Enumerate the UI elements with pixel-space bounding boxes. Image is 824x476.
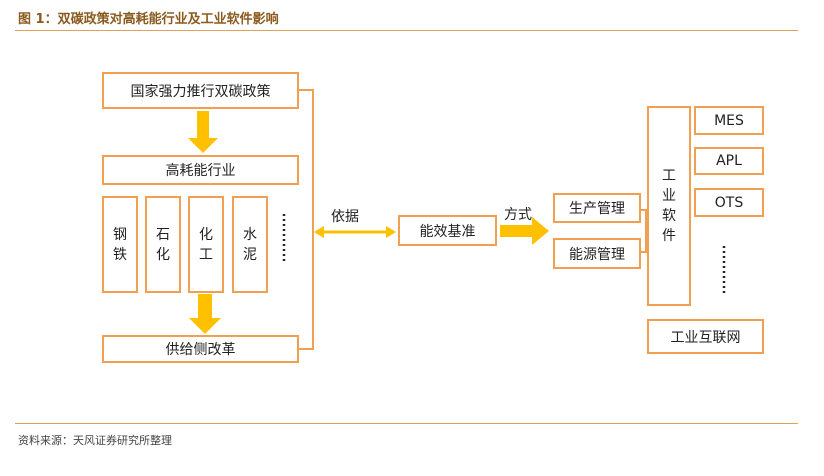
mgmt-bracket [641, 209, 647, 253]
chemical-char-1: 化 [199, 226, 213, 243]
arrow-efficiency-to-mgmt [500, 217, 549, 245]
chemical-char-2: 工 [199, 246, 213, 263]
basis-label: 依据 [331, 209, 359, 225]
software-char-1: 工 [662, 168, 676, 184]
software-char-4: 件 [662, 228, 676, 244]
supply-reform-box: 供给侧改革 [102, 335, 299, 363]
cement-box: 水 泥 [232, 196, 268, 293]
ots-box: OTS [694, 188, 764, 217]
energy-mgmt-box: 能源管理 [553, 238, 641, 269]
production-mgmt-box: 生产管理 [553, 193, 641, 223]
title-rule [15, 30, 798, 31]
steel-char-2: 铁 [113, 246, 127, 263]
petrochem-char-1: 石 [156, 226, 170, 243]
policy-box: 国家强力推行双碳政策 [102, 72, 299, 109]
bracket-line [298, 89, 314, 350]
arrow-policy-to-industry [188, 111, 218, 153]
figure-title: 图 1：双碳政策对高耗能行业及工业软件影响 [18, 12, 279, 27]
steel-char-1: 钢 [113, 226, 127, 243]
cement-char-2: 泥 [243, 246, 257, 263]
basis-double-arrow [314, 226, 396, 238]
mes-box: MES [694, 106, 764, 135]
industrial-internet-box: 工业互联网 [647, 319, 764, 354]
apl-box: APL [694, 147, 764, 175]
industry-box: 高耗能行业 [102, 155, 299, 185]
method-label: 方式 [504, 207, 532, 223]
industrial-software-box: 工 业 软 件 [647, 106, 691, 306]
footer-rule [15, 423, 798, 424]
source-note: 资料来源：天风证券研究所整理 [18, 434, 172, 447]
cement-char-1: 水 [243, 226, 257, 243]
arrow-chemical-to-reform [189, 294, 221, 334]
steel-box: 钢 铁 [102, 196, 138, 293]
petrochem-char-2: 化 [156, 246, 170, 263]
software-char-3: 软 [662, 208, 676, 224]
chemical-box: 化 工 [188, 196, 224, 293]
software-char-2: 业 [662, 188, 676, 204]
efficiency-box: 能效基准 [398, 215, 497, 246]
petrochem-box: 石 化 [145, 196, 181, 293]
